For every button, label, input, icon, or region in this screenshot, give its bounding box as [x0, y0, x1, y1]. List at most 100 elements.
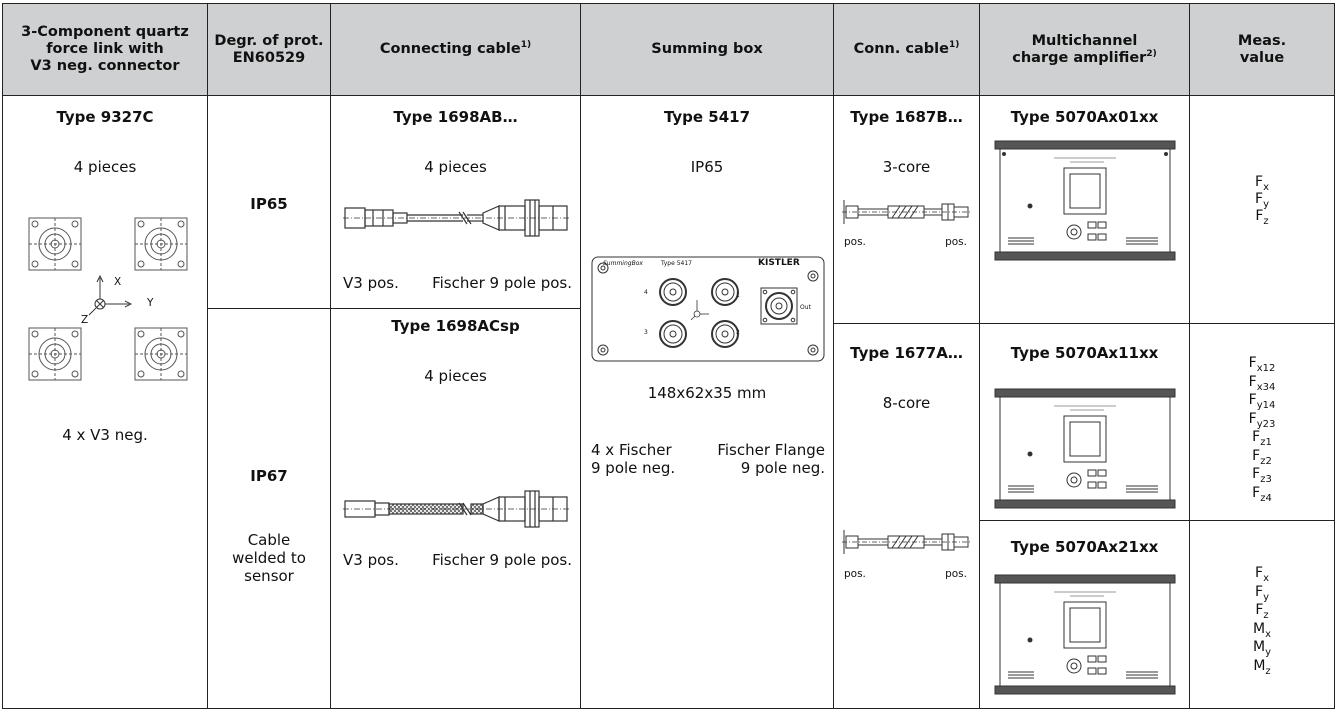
meas-symbol: F [1255, 583, 1264, 600]
cable-1698acsp-type: Type 1698ACsp [391, 317, 520, 335]
cable-1698acsp-drawing [343, 490, 571, 528]
meas-value-item: Fx [1190, 564, 1334, 583]
meas-value-item: Fz [1190, 208, 1334, 226]
meas-value-item: Fy [1190, 191, 1334, 210]
footnote-1-marker-b: 1) [948, 40, 960, 51]
conn-cable-1677a-left: pos. [844, 568, 866, 580]
summing-box-output-line1: Fischer Flange [717, 441, 825, 459]
summing-box-panel-type: Type 5417 [661, 260, 692, 267]
summing-box-inputs-line2: 9 pole neg. [591, 459, 676, 477]
force-link-icon [134, 327, 188, 381]
meas-value-item: Fx34 [1190, 373, 1334, 392]
amplifier-21-type: Type 5070Ax21xx [1010, 538, 1159, 556]
meas-value-item: Fy [1190, 583, 1334, 602]
summing-box-inputs-line1: 4 x Fischer [591, 441, 672, 459]
amplifier-01-type: Type 5070Ax01xx [1010, 108, 1159, 126]
axis-y-label: Y [147, 297, 154, 309]
amplifier-11-block: Type 5070Ax11xx [980, 324, 1189, 521]
meas-subscript: y14 [1256, 399, 1276, 411]
meas-value-item: Fx12 [1190, 354, 1334, 373]
fischer-port-icon [711, 278, 739, 306]
header-protection-line2: EN60529 [232, 49, 306, 66]
cable-1698acsp-left-end: V3 pos. [343, 551, 399, 569]
meas-subscript: x [1265, 628, 1271, 640]
meas-value-item: Fy14 [1190, 391, 1334, 410]
meas-subscript: z4 [1260, 492, 1272, 504]
conn-cable-1687b-drawing [842, 200, 972, 224]
cable-1698ab-drawing [343, 199, 571, 237]
protection-ip65: IP65 [250, 195, 288, 213]
fischer-port-icon [711, 320, 739, 348]
fischer-port-icon [659, 278, 687, 306]
protection-note-line3: sensor [244, 567, 294, 585]
meas-value-item: Mx [1190, 620, 1334, 639]
meas-value-item: Mz [1190, 657, 1334, 676]
amplifier-11-type: Type 5070Ax11xx [1010, 344, 1159, 362]
meas-value-item: Fz2 [1190, 447, 1334, 466]
force-link-drawing [28, 217, 188, 381]
summing-box-dimensions: 148x62x35 mm [647, 384, 767, 402]
summing-box-cell: Type 5417 IP65 [580, 95, 834, 709]
port-label-2: 2 [736, 329, 740, 336]
sensor-quantity: 4 pieces [73, 158, 137, 176]
header-row: 3-Component quartz force link with V3 ne… [2, 3, 1335, 96]
conn-cable-1687b-type: Type 1687B… [850, 108, 963, 126]
amplifier-21-drawing [994, 574, 1176, 695]
meas-symbol: M [1252, 620, 1266, 637]
meas-subscript: z3 [1260, 473, 1272, 485]
meas-subscript: z2 [1260, 455, 1272, 467]
axis-triad-icon [88, 274, 133, 316]
amplifier-01-drawing [994, 140, 1176, 261]
cable-1698ab-right-end: Fischer 9 pole pos. [432, 274, 572, 292]
meas-symbol: F [1255, 602, 1264, 618]
meas-symbol: F [1255, 565, 1264, 581]
meas-value-item: Fz [1190, 601, 1334, 620]
meas-subscript: y [1263, 591, 1269, 603]
meas-value-item: My [1190, 638, 1334, 657]
system-configuration-table: 3-Component quartz force link with V3 ne… [2, 3, 1335, 709]
header-sensor-line3: V3 neg. connector [30, 58, 180, 74]
meas-subscript: z [1265, 665, 1271, 677]
footnote-1-marker: 1) [520, 40, 532, 51]
meas-symbol: F [1248, 373, 1257, 390]
header-meas-line1: Meas. [1237, 32, 1287, 49]
header-sensor: 3-Component quartz force link with V3 ne… [2, 3, 208, 96]
header-sensor-line1: 3-Component quartz [21, 24, 189, 40]
meas-symbol: F [1252, 466, 1261, 482]
header-amplifier-line1: Multichannel [1031, 32, 1138, 49]
conn-cable-1687b-left: pos. [844, 236, 866, 248]
header-amplifier: Multichannel charge amplifier2) [979, 3, 1190, 96]
meas-subscript: x34 [1256, 381, 1276, 393]
protection-note-line1: Cable [247, 531, 291, 549]
meas-symbol: F [1252, 484, 1261, 501]
summing-box-drawing [591, 256, 825, 362]
axis-x-label: X [114, 276, 122, 288]
meas-subscript: y23 [1256, 418, 1276, 430]
protection-ip67-note: Cable welded to sensor [208, 531, 330, 585]
meas-value-item: Fy23 [1190, 410, 1334, 429]
meas-symbol: F [1248, 392, 1257, 408]
header-conn-cable: Conn. cable1) [833, 3, 980, 96]
sensor-connector: 4 x V3 neg. [62, 426, 148, 444]
meas-subscript: y [1263, 198, 1269, 210]
header-meas-value: Meas. value [1189, 3, 1335, 96]
summing-box-inputs: 4 x Fischer 9 pole neg. [591, 441, 675, 477]
force-link-icon [28, 327, 82, 381]
amplifier-11-21-cell: Type 5070Ax11xx [979, 323, 1190, 709]
meas-subscript: y [1265, 646, 1271, 658]
port-label-3: 3 [644, 329, 648, 336]
meas-value-item: Fz3 [1190, 465, 1334, 484]
meas-symbol: M [1252, 639, 1266, 655]
axis-triad-icon [690, 300, 709, 321]
summing-box-output-line2: 9 pole neg. [740, 459, 825, 477]
conn-cable-1687b-right: pos. [945, 236, 967, 248]
sensor-type: Type 9327C [56, 108, 154, 126]
protection-ip65-cell: IP65 [207, 95, 331, 309]
axis-z-label: Z [81, 314, 89, 326]
fischer-port-icon [659, 320, 687, 348]
header-summing-box-text: Summing box [651, 41, 763, 57]
header-conn-cable-text: Conn. cable [853, 41, 949, 57]
